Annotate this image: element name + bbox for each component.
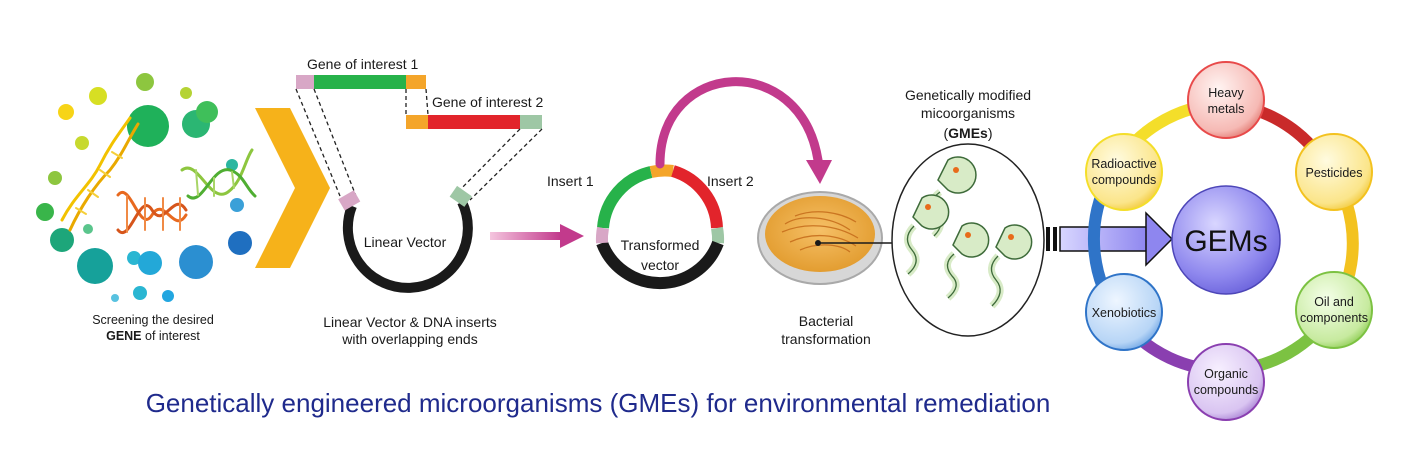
linear-vector-panel: Gene of interest 1 Gene of interest 2 Li… xyxy=(295,56,544,347)
gene2-red-segment xyxy=(428,115,520,129)
screening-caption-line1: Screening the desired xyxy=(92,313,214,327)
transformed-label-line1: Transformed xyxy=(621,237,700,253)
gene-of-interest-2-label: Gene of interest 2 xyxy=(432,94,544,110)
diagram-title: Genetically engineered microorganisms (G… xyxy=(146,388,1051,418)
transformed-vector-ring xyxy=(595,164,725,290)
node-radioactive-compounds: Radioactive compounds xyxy=(1085,133,1163,211)
gene2-orange-end xyxy=(406,115,428,129)
gene1-pink-end xyxy=(296,75,314,89)
dna-helix-green-icon xyxy=(180,148,257,200)
bacterial-transformation-panel: Bacterial transformation xyxy=(757,191,894,347)
transformed-vector-panel: Insert 1 Insert 2 Transformed vector xyxy=(547,164,754,290)
gems-center-label: GEMs xyxy=(1184,225,1267,258)
gene1-orange-end xyxy=(406,75,426,89)
gene-of-interest-1-label: Gene of interest 1 xyxy=(307,56,419,72)
vector-sage-end xyxy=(449,185,472,207)
node-pesticides-line1: Pesticides xyxy=(1306,166,1363,180)
microorganism-icons xyxy=(904,156,1033,309)
screening-caption-line2: GENE of interest xyxy=(106,329,200,343)
overlap-guide-lines xyxy=(295,88,543,201)
petri-dish-agar xyxy=(765,196,875,272)
node-radioactive-line2: compounds xyxy=(1092,173,1157,187)
linear-vector-caption-2: with overlapping ends xyxy=(341,331,477,347)
curved-arrow-to-dish-icon xyxy=(655,77,832,184)
gme-label-line3: (GMEs) xyxy=(943,125,992,141)
gene-dots-cluster xyxy=(36,73,252,302)
gene2-sage-end xyxy=(520,115,542,129)
node-organic-line1: Organic xyxy=(1204,367,1248,381)
node-oil-line1: Oil and xyxy=(1314,295,1354,309)
node-oil-line2: components xyxy=(1300,311,1368,325)
dna-helix-orange-icon xyxy=(116,190,188,235)
node-organic-line2: compounds xyxy=(1194,383,1259,397)
transformed-label-line2: vector xyxy=(641,257,679,273)
gme-paren-open: ( xyxy=(943,125,948,141)
node-heavy-metals-line2: metals xyxy=(1208,102,1245,116)
gme-label-line2: micoorganisms xyxy=(921,105,1015,121)
gme-label-line1: Genetically modified xyxy=(905,87,1031,103)
node-organic-compounds: Organic compounds xyxy=(1187,343,1265,421)
gme-paren-close: ) xyxy=(988,125,993,141)
node-pesticides: Pesticides xyxy=(1295,133,1373,211)
linear-vector-arc xyxy=(342,199,473,293)
gme-panel: Genetically modified micoorganisms (GMEs… xyxy=(891,87,1045,337)
arrow-to-gems-icon xyxy=(1046,211,1174,267)
gems-center-circle xyxy=(1171,185,1281,295)
node-oil-components: Oil and components xyxy=(1295,271,1373,349)
node-heavy-metals: Heavy metals xyxy=(1187,61,1265,139)
insert-2-label: Insert 2 xyxy=(707,173,754,189)
node-xenobiotics: Xenobiotics xyxy=(1085,273,1163,351)
arrow-to-transformed-icon xyxy=(490,224,584,248)
node-xenobiotics-line1: Xenobiotics xyxy=(1092,306,1157,320)
dna-helix-yellow-icon xyxy=(60,116,140,232)
chevron-arrow-icon xyxy=(255,108,330,268)
linear-vector-caption-1: Linear Vector & DNA inserts xyxy=(323,314,497,330)
screening-panel: Screening the desired GENE of interest xyxy=(36,73,257,343)
gems-wheel: GEMs Heavy metals Pesticides Oil and com… xyxy=(1085,61,1373,421)
gme-abbr: GMEs xyxy=(948,125,988,141)
bacterial-label-line1: Bacterial xyxy=(799,313,853,329)
screening-gene-bold: GENE xyxy=(106,329,141,343)
node-heavy-metals-line1: Heavy xyxy=(1208,86,1244,100)
vector-pink-end xyxy=(338,190,361,211)
bacterial-label-line2: transformation xyxy=(781,331,870,347)
insert-1-label: Insert 1 xyxy=(547,173,594,189)
node-radioactive-line1: Radioactive xyxy=(1091,157,1156,171)
linear-vector-label: Linear Vector xyxy=(364,234,447,250)
screening-caption-rest: of interest xyxy=(142,329,201,343)
gene1-green-segment xyxy=(314,75,406,89)
